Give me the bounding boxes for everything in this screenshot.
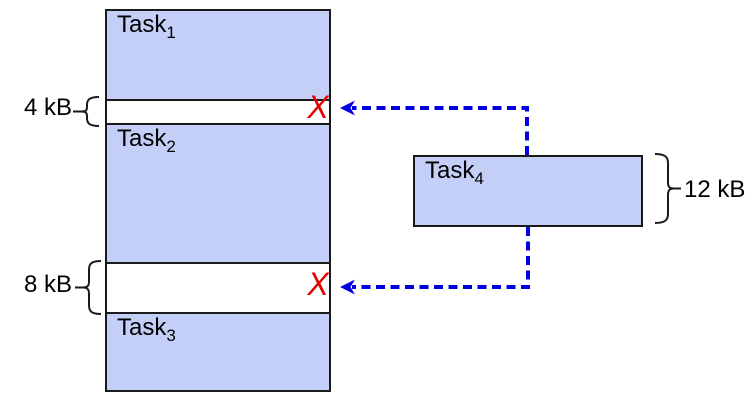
dashed-arrow-to-8kb-hole	[352, 227, 530, 289]
task3-name: Task	[117, 314, 167, 341]
reject-x-icon: X	[307, 266, 329, 302]
task3-subscript: 3	[166, 325, 176, 345]
task4-name: Task	[425, 157, 475, 184]
brace-4kb-icon	[73, 96, 100, 127]
dashed-arrow-to-4kb-hole	[352, 106, 529, 155]
hole-size-label-8kb: 8 kB	[23, 271, 72, 298]
left-arrowhead-icon	[340, 100, 355, 116]
brace-8kb-icon	[75, 260, 102, 315]
task4-size-label: 12 kB	[684, 176, 746, 203]
memory-hole-8kb	[105, 262, 331, 314]
memory-segment-task3	[105, 312, 331, 392]
task1-label: Task1	[117, 11, 176, 41]
task3-label: Task3	[117, 314, 176, 344]
brace-12kb-icon	[654, 153, 681, 224]
task1-name: Task	[117, 11, 167, 38]
incoming-task4-box	[413, 155, 643, 227]
left-arrowhead-icon	[340, 279, 355, 295]
memory-hole-4kb	[105, 99, 331, 125]
task4-subscript: 4	[474, 168, 484, 188]
task2-label: Task2	[117, 125, 176, 155]
reject-x-icon: X	[307, 89, 329, 125]
task2-name: Task	[117, 125, 167, 152]
task2-subscript: 2	[166, 136, 176, 156]
hole-size-label-4kb: 4 kB	[23, 94, 72, 121]
task1-subscript: 1	[166, 22, 176, 42]
task4-label: Task4	[425, 157, 484, 187]
memory-segment-task1	[105, 9, 331, 101]
